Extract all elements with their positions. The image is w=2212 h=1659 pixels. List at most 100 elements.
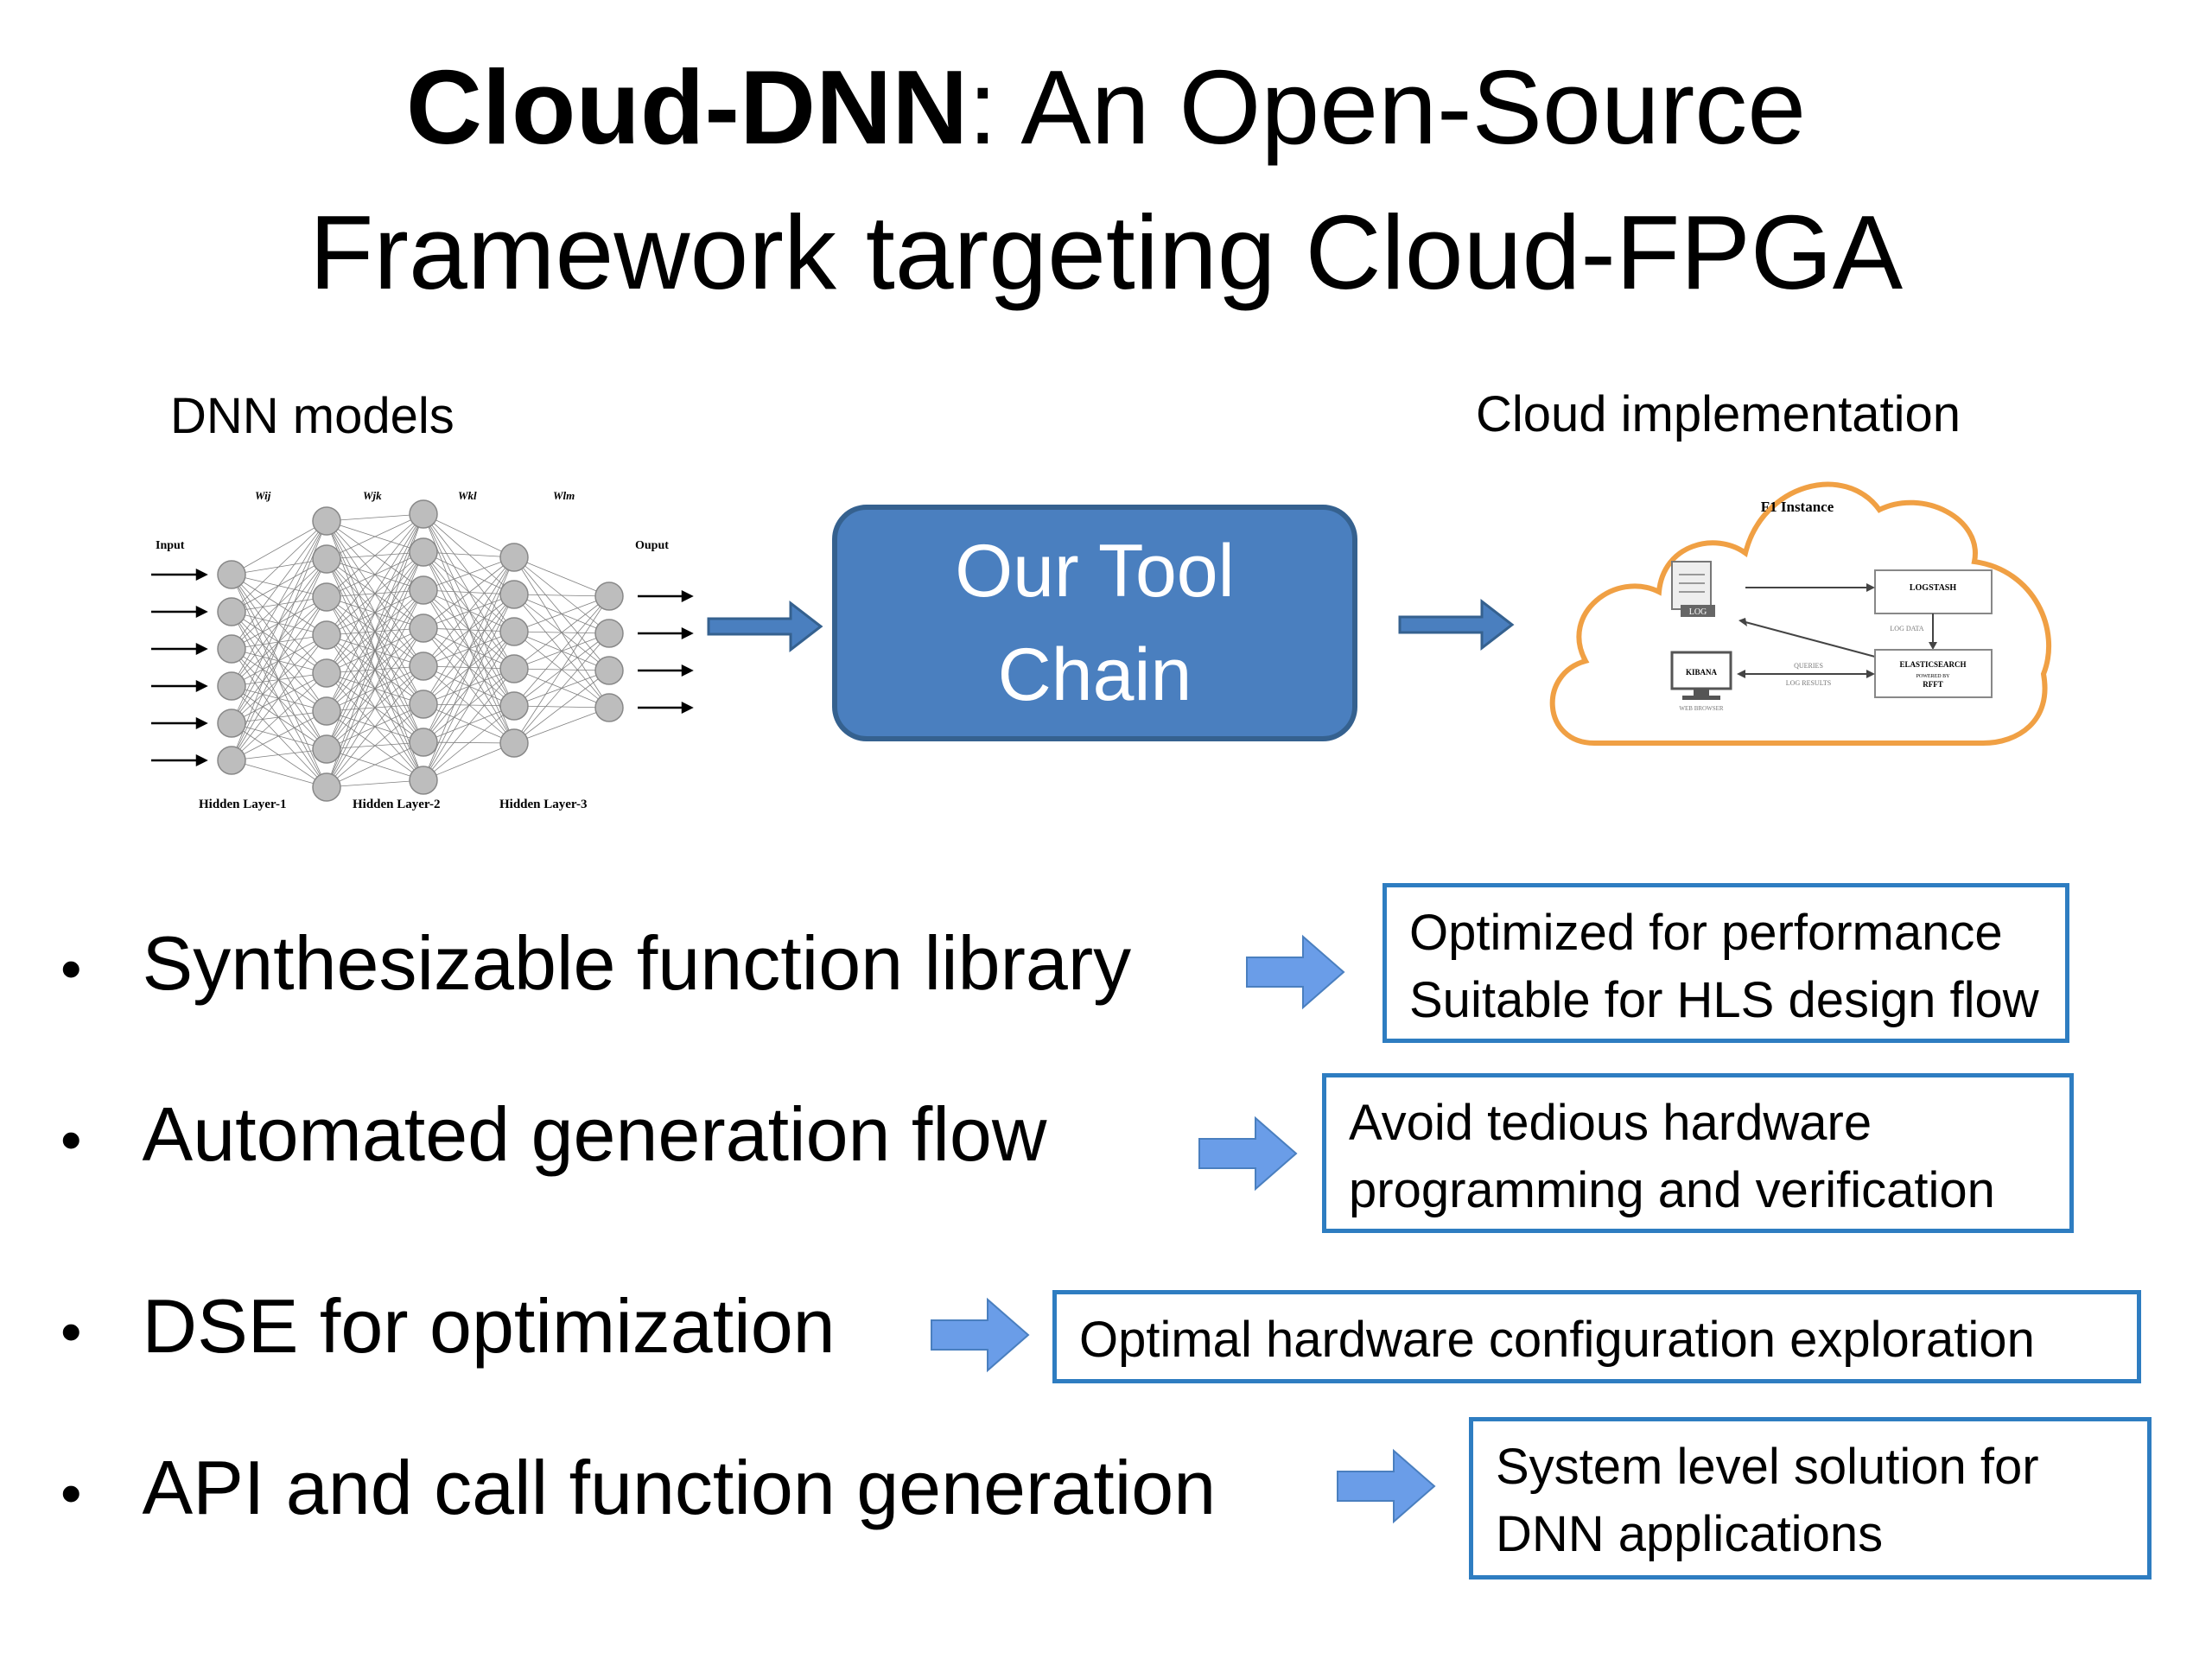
nn-node — [312, 658, 341, 688]
nn-node — [409, 613, 438, 643]
cloud-diagram: F1 Instance LOG LOGSTASH LOG DATA ELASTI… — [1549, 481, 2052, 746]
title-line2: Framework targeting Cloud-FPGA — [308, 194, 1904, 311]
bullet-arrow-3-icon — [931, 1297, 1030, 1373]
elasticsearch-box — [1874, 649, 1993, 698]
nn-arrow-icon — [681, 664, 694, 677]
note-box-1: Optimized for performance Suitable for H… — [1382, 883, 2069, 1043]
nn-node — [594, 619, 624, 648]
nn-weight-4: Wlm — [553, 489, 575, 502]
nn-node — [499, 617, 529, 646]
nn-node — [594, 693, 624, 722]
log-results-label: LOG RESULTS — [1786, 679, 1831, 687]
note-2-line-1: Avoid tedious hardware — [1349, 1095, 1872, 1151]
bullet-dot: • — [60, 1298, 82, 1365]
note-box-3: Optimal hardware configuration explorati… — [1052, 1290, 2141, 1383]
nn-arrow-icon — [681, 589, 694, 603]
nn-node — [217, 709, 246, 738]
note-box-4: System level solution for DNN applicatio… — [1469, 1417, 2152, 1580]
bullet-row-3: • DSE for optimization — [60, 1283, 836, 1375]
title-line1-rest: : An Open-Source — [968, 48, 1807, 166]
nn-arrow-icon — [681, 626, 694, 640]
note-4-line-2: DNN applications — [1496, 1506, 1884, 1562]
nn-arrow-icon — [195, 679, 208, 693]
nn-hidden-layer-2: Hidden Layer-2 — [353, 798, 441, 811]
title-bold: Cloud-DNN — [405, 48, 969, 166]
bullet-arrow-2-icon — [1198, 1116, 1298, 1192]
nn-node — [312, 582, 341, 612]
bullet-row-2: • Automated generation flow — [60, 1091, 1046, 1183]
nn-node — [312, 620, 341, 650]
note-4-line-1: System level solution for — [1496, 1439, 2039, 1495]
nn-hidden-layer-3: Hidden Layer-3 — [499, 798, 588, 811]
nn-hidden-layer-1: Hidden Layer-1 — [199, 798, 287, 811]
bullet-dot: • — [60, 935, 82, 1002]
log-label: LOG — [1689, 607, 1707, 617]
nn-node — [312, 696, 341, 726]
nn-output-label: Ouput — [635, 539, 669, 552]
elasticsearch-label: ELASTICSEARCH — [1899, 660, 1966, 669]
log-data-label: LOG DATA — [1890, 625, 1923, 632]
nn-arrow-icon — [195, 716, 208, 730]
nn-node — [409, 652, 438, 681]
nn-weight-3: Wkl — [458, 489, 477, 502]
dnn-models-label: DNN models — [170, 388, 454, 444]
nn-node — [499, 654, 529, 683]
nn-arrow-icon — [195, 568, 208, 582]
nn-node — [409, 690, 438, 719]
kibana-monitor-icon — [1670, 651, 1732, 700]
bullet-text-4: API and call function generation — [142, 1445, 1217, 1530]
f1-instance-label: F1 Instance — [1761, 499, 1834, 515]
arrow-to-toolchain-icon — [707, 600, 823, 653]
note-3-line-1: Optimal hardware configuration explorati… — [1079, 1312, 2035, 1368]
nn-node — [409, 575, 438, 605]
nn-weight-1: Wij — [255, 489, 271, 502]
kibana-label: KIBANA — [1686, 668, 1718, 677]
bullet-text-3: DSE for optimization — [142, 1283, 836, 1369]
slide-title: Cloud-DNN: An Open-Source Framework targ… — [0, 35, 2212, 325]
nn-node — [409, 537, 438, 567]
nn-node — [217, 746, 246, 775]
nn-node — [499, 728, 529, 758]
nn-input-label: Input — [156, 539, 185, 552]
nn-weight-2: Wjk — [363, 489, 382, 502]
nn-node — [594, 582, 624, 611]
nn-node — [217, 597, 246, 626]
cloud-implementation-label: Cloud implementation — [1476, 386, 1961, 442]
nn-node — [312, 506, 341, 536]
tool-chain-line2: Chain — [997, 633, 1192, 716]
nn-arrow-icon — [195, 605, 208, 619]
note-1-line-2: Suitable for HLS design flow — [1409, 972, 2039, 1028]
nn-node — [594, 656, 624, 685]
nn-node — [312, 734, 341, 764]
nn-arrow-icon — [195, 753, 208, 767]
nn-node — [409, 766, 438, 795]
logstash-label: LOGSTASH — [1910, 583, 1956, 593]
powered-by-label: POWERED BY — [1916, 674, 1951, 679]
bullet-text-2: Automated generation flow — [142, 1091, 1047, 1177]
nn-node — [409, 728, 438, 757]
bullet-dot: • — [60, 1459, 82, 1527]
nn-arrow-icon — [681, 701, 694, 715]
note-1-line-1: Optimized for performance — [1409, 905, 2003, 961]
nn-arrow-icon — [195, 642, 208, 656]
nn-node — [409, 499, 438, 529]
queries-label: QUERIES — [1794, 662, 1823, 670]
bullet-arrow-1-icon — [1246, 934, 1345, 1010]
bullet-row-1: • Synthesizable function library — [60, 920, 1131, 1012]
cloud-outline-icon — [1549, 481, 2052, 746]
bullet-arrow-4-icon — [1337, 1448, 1436, 1524]
note-2-line-2: programming and verification — [1349, 1162, 1995, 1218]
rfft-label: RFFT — [1923, 680, 1943, 689]
neural-network-diagram: Input Ouput Wij Wjk Wkl Wlm Hidden Layer… — [151, 489, 694, 811]
nn-node — [499, 543, 529, 572]
bullet-text-1: Synthesizable function library — [142, 920, 1132, 1006]
note-box-2: Avoid tedious hardware programming and v… — [1322, 1073, 2074, 1233]
nn-node — [217, 634, 246, 664]
bullet-row-4: • API and call function generation — [60, 1445, 1216, 1536]
nn-node — [312, 772, 341, 802]
nn-node — [217, 671, 246, 701]
tool-chain-line1: Our Tool — [955, 530, 1235, 613]
arrow-to-cloud-icon — [1398, 598, 1515, 652]
bullet-dot: • — [60, 1106, 82, 1173]
